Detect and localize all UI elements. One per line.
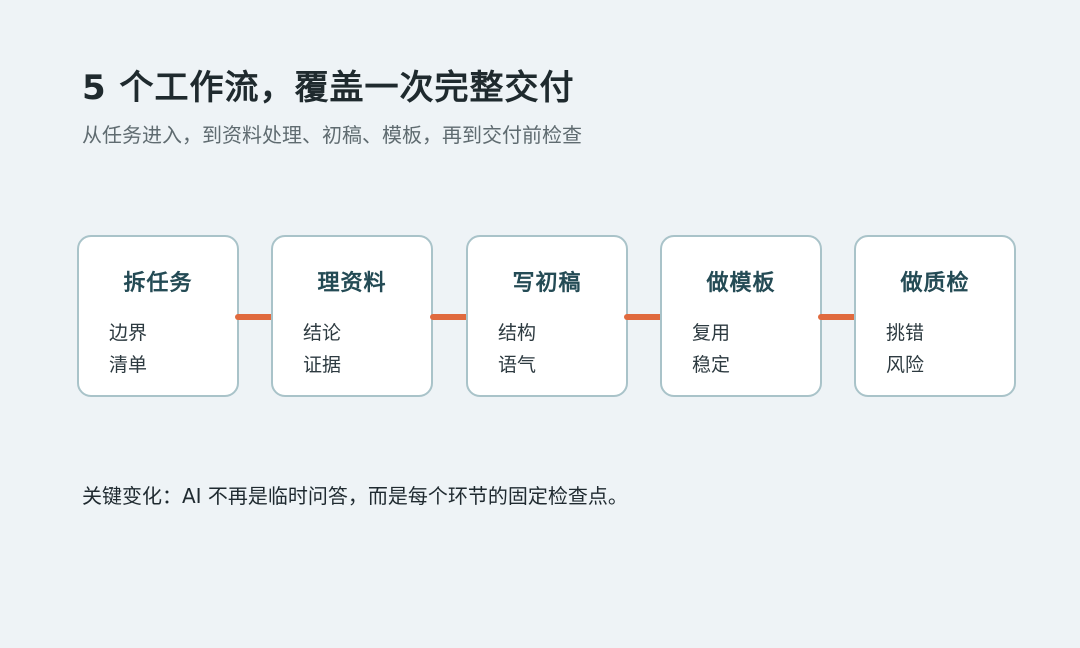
- flow-connector: [624, 314, 664, 320]
- flow-connector: [818, 314, 858, 320]
- step-items: 结论 证据: [303, 317, 341, 381]
- step-title: 做模板: [706, 271, 776, 296]
- step-items: 结构 语气: [498, 317, 536, 381]
- step-card-3: 写初稿 结构 语气: [466, 235, 628, 397]
- step-item: 清单: [109, 354, 148, 376]
- step-items: 复用 稳定: [692, 317, 730, 381]
- step-item: 证据: [303, 354, 342, 376]
- step-item: 边界: [109, 322, 148, 344]
- step-title: 理资料: [317, 271, 387, 296]
- key-change-note: 关键变化：AI 不再是临时问答，而是每个环节的固定检查点。: [82, 484, 628, 508]
- step-item: 结构: [498, 322, 537, 344]
- step-items: 边界 清单: [109, 317, 147, 381]
- step-title: 写初稿: [512, 271, 582, 296]
- step-item: 复用: [692, 322, 731, 344]
- step-title: 做质检: [900, 271, 970, 296]
- step-title: 拆任务: [123, 271, 193, 296]
- step-card-1: 拆任务 边界 清单: [77, 235, 239, 397]
- step-card-4: 做模板 复用 稳定: [660, 235, 822, 397]
- step-card-5: 做质检 挑错 风险: [854, 235, 1016, 397]
- step-item: 稳定: [692, 354, 731, 376]
- flow-connector: [430, 314, 470, 320]
- step-card-2: 理资料 结论 证据: [271, 235, 433, 397]
- step-item: 风险: [886, 354, 925, 376]
- page-title: 5 个工作流，覆盖一次完整交付: [82, 68, 575, 108]
- page-subtitle: 从任务进入，到资料处理、初稿、模板，再到交付前检查: [82, 123, 582, 147]
- flow-connector: [235, 314, 275, 320]
- step-item: 挑错: [886, 322, 925, 344]
- step-items: 挑错 风险: [886, 317, 924, 381]
- step-item: 结论: [303, 322, 342, 344]
- step-item: 语气: [498, 354, 537, 376]
